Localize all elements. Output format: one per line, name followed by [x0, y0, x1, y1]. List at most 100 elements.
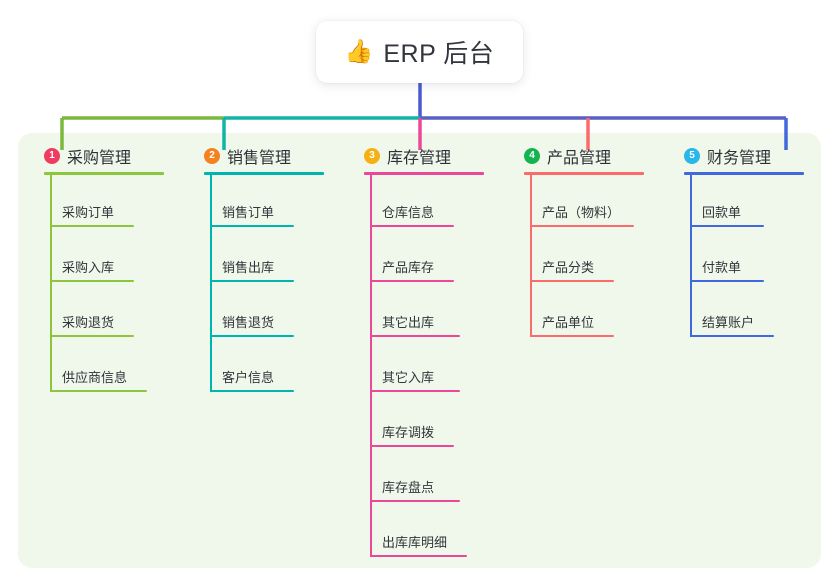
sub-item-underline [50, 390, 147, 392]
column-title-1: 采购管理 [67, 150, 132, 167]
sub-item-label: 结算账户 [702, 315, 755, 330]
column-underline-4 [524, 172, 644, 175]
sub-item-underline [530, 225, 634, 227]
sub-item[interactable]: 客户信息 [186, 337, 346, 392]
sub-item-label: 产品单位 [542, 315, 595, 330]
sub-item-label: 其它出库 [382, 315, 435, 330]
sub-item-label: 销售订单 [222, 205, 275, 220]
sub-item-label: 产品分类 [542, 260, 595, 275]
sub-item-underline [210, 390, 294, 392]
sub-item[interactable]: 出库库明细 [346, 502, 506, 557]
sub-item-underline [370, 335, 460, 337]
sub-item[interactable]: 销售出库 [186, 227, 346, 282]
sub-item-list-5: 回款单付款单结算账户 [666, 172, 826, 337]
sub-item-underline [370, 555, 467, 557]
sub-item-underline [50, 280, 134, 282]
sub-item-label: 库存调拨 [382, 425, 435, 440]
column-1: 1 采购管理采购订单采购入库采购退货供应商信息 [26, 140, 186, 392]
column-badge-5: 5 [684, 148, 700, 164]
sub-item-underline [210, 225, 294, 227]
sub-item-label: 付款单 [702, 260, 742, 275]
column-badge-4: 4 [524, 148, 540, 164]
sub-item[interactable]: 结算账户 [666, 282, 826, 337]
sub-item[interactable]: 产品库存 [346, 227, 506, 282]
column-header-5[interactable]: 5 财务管理 [666, 140, 826, 172]
column-spine-1 [50, 172, 52, 392]
column-header-1[interactable]: 1 采购管理 [26, 140, 186, 172]
sub-item[interactable]: 供应商信息 [26, 337, 186, 392]
sub-item-label: 客户信息 [222, 370, 275, 385]
sub-item-label: 产品库存 [382, 260, 435, 275]
column-spine-5 [690, 172, 692, 337]
column-header-3[interactable]: 3 库存管理 [346, 140, 506, 172]
column-spine-2 [210, 172, 212, 392]
sub-item[interactable]: 产品单位 [506, 282, 666, 337]
sub-item[interactable]: 回款单 [666, 172, 826, 227]
sub-item-label: 供应商信息 [62, 370, 128, 385]
column-spine-4 [530, 172, 532, 337]
sub-item-label: 销售退货 [222, 315, 275, 330]
sub-item-underline [50, 335, 134, 337]
sub-item-label: 产品（物料） [542, 205, 621, 220]
sub-item-underline [690, 335, 774, 337]
sub-item-label: 采购入库 [62, 260, 115, 275]
sub-item-label: 采购订单 [62, 205, 115, 220]
column-5: 5 财务管理回款单付款单结算账户 [666, 140, 826, 337]
sub-item-underline [530, 280, 614, 282]
sub-item-list-4: 产品（物料） 产品分类产品单位 [506, 172, 666, 337]
sub-item[interactable]: 采购订单 [26, 172, 186, 227]
column-underline-3 [364, 172, 484, 175]
root-node[interactable]: 👍 ERP 后台 [316, 21, 523, 83]
sub-item[interactable]: 仓库信息 [346, 172, 506, 227]
sub-item[interactable]: 付款单 [666, 227, 826, 282]
column-header-2[interactable]: 2 销售管理 [186, 140, 346, 172]
column-badge-3: 3 [364, 148, 380, 164]
sub-item-underline [370, 280, 454, 282]
column-title-5: 财务管理 [707, 150, 772, 167]
sub-item-underline [210, 280, 294, 282]
sub-item-underline [370, 445, 454, 447]
sub-item-label: 出库库明细 [382, 535, 448, 550]
sub-item[interactable]: 产品分类 [506, 227, 666, 282]
sub-item[interactable]: 其它入库 [346, 337, 506, 392]
sub-item-underline [370, 500, 460, 502]
column-2: 2 销售管理销售订单销售出库销售退货客户信息 [186, 140, 346, 392]
sub-item[interactable]: 销售订单 [186, 172, 346, 227]
sub-item-label: 其它入库 [382, 370, 435, 385]
column-title-2: 销售管理 [227, 150, 292, 167]
sub-item-list-3: 仓库信息产品库存其它出库其它入库库存调拨库存盘点出库库明细 [346, 172, 506, 557]
sub-item-underline [690, 280, 764, 282]
sub-item[interactable]: 其它出库 [346, 282, 506, 337]
column-badge-1: 1 [44, 148, 60, 164]
column-3: 3 库存管理仓库信息产品库存其它出库其它入库库存调拨库存盘点出库库明细 [346, 140, 506, 557]
diagram-background-pane [18, 133, 821, 568]
thumbs-up-icon: 👍 [344, 37, 374, 64]
column-title-3: 库存管理 [387, 150, 452, 167]
sub-item-underline [370, 390, 460, 392]
sub-item-underline [50, 225, 134, 227]
sub-item-underline [690, 225, 764, 227]
sub-item[interactable]: 采购入库 [26, 227, 186, 282]
sub-item[interactable]: 库存盘点 [346, 447, 506, 502]
column-underline-1 [44, 172, 164, 175]
sub-item[interactable]: 库存调拨 [346, 392, 506, 447]
column-underline-5 [684, 172, 804, 175]
sub-item-label: 仓库信息 [382, 205, 435, 220]
sub-item-list-1: 采购订单采购入库采购退货供应商信息 [26, 172, 186, 392]
sub-item-underline [370, 225, 454, 227]
column-badge-2: 2 [204, 148, 220, 164]
column-underline-2 [204, 172, 324, 175]
sub-item-label: 采购退货 [62, 315, 115, 330]
sub-item-label: 销售出库 [222, 260, 275, 275]
sub-item[interactable]: 采购退货 [26, 282, 186, 337]
sub-item[interactable]: 销售退货 [186, 282, 346, 337]
sub-item-label: 回款单 [702, 205, 742, 220]
sub-item-underline [210, 335, 294, 337]
sub-item[interactable]: 产品（物料） [506, 172, 666, 227]
sub-item-label: 库存盘点 [382, 480, 435, 495]
column-spine-3 [370, 172, 372, 557]
root-label: ERP 后台 [383, 40, 495, 68]
